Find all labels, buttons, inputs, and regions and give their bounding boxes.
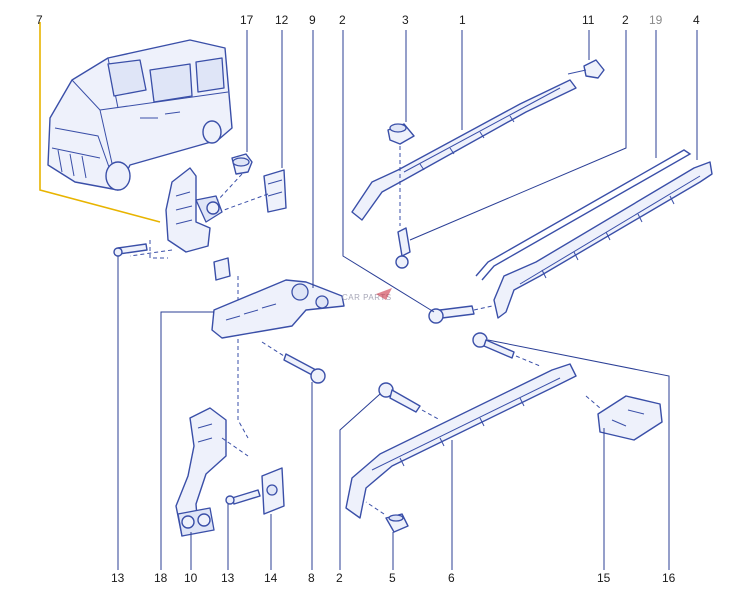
screw-13-upper [113, 243, 148, 257]
hinge-assembly-upper [165, 153, 287, 281]
upper-rail-1 [351, 79, 577, 221]
callout-14: 14 [264, 571, 278, 585]
screw-2-middle [428, 305, 475, 324]
callout-15: 15 [597, 571, 611, 585]
callout-11: 11 [582, 13, 595, 27]
bracket-15 [597, 395, 663, 441]
hinge-10-lower [175, 407, 227, 537]
lower-rail-6 [345, 363, 577, 519]
callout-12: 12 [275, 13, 289, 27]
watermark: CAR PARTS [342, 293, 392, 302]
hinge-plate-14 [261, 467, 285, 515]
rail-4 [493, 161, 713, 319]
callout-10: 10 [184, 571, 198, 585]
callout-7: 7 [36, 13, 43, 27]
part-7-highlight-bracket [39, 22, 161, 223]
van-illustration [47, 39, 233, 191]
callout-18: 18 [154, 571, 168, 585]
callout-2-bottom: 2 [336, 571, 343, 585]
callout-19: 19 [649, 13, 663, 27]
screw-2-upper [395, 227, 411, 269]
callout-16: 16 [662, 571, 676, 585]
bolt-3 [387, 123, 415, 145]
watermark-swoosh [376, 288, 392, 300]
screw-8 [283, 353, 326, 384]
callout-17: 17 [240, 13, 254, 27]
leader-lines [117, 30, 698, 570]
callout-2-top-left: 2 [339, 13, 346, 27]
hinge-9 [211, 279, 345, 339]
screw-13-lower [225, 489, 261, 505]
callout-8: 8 [308, 571, 315, 585]
rail-19 [475, 149, 692, 281]
callout-3: 3 [402, 13, 409, 27]
callout-9: 9 [309, 13, 316, 27]
callout-13-right: 13 [221, 571, 235, 585]
callout-2-top-right: 2 [622, 13, 629, 27]
callout-1: 1 [459, 13, 466, 27]
nut-5 [385, 513, 409, 533]
screw-2-lower [378, 382, 421, 413]
callout-5: 5 [389, 571, 396, 585]
callout-6: 6 [448, 571, 455, 585]
bolt-11 [567, 59, 605, 79]
screw-16 [472, 332, 515, 359]
callout-4: 4 [693, 13, 700, 27]
callout-13-left: 13 [111, 571, 125, 585]
